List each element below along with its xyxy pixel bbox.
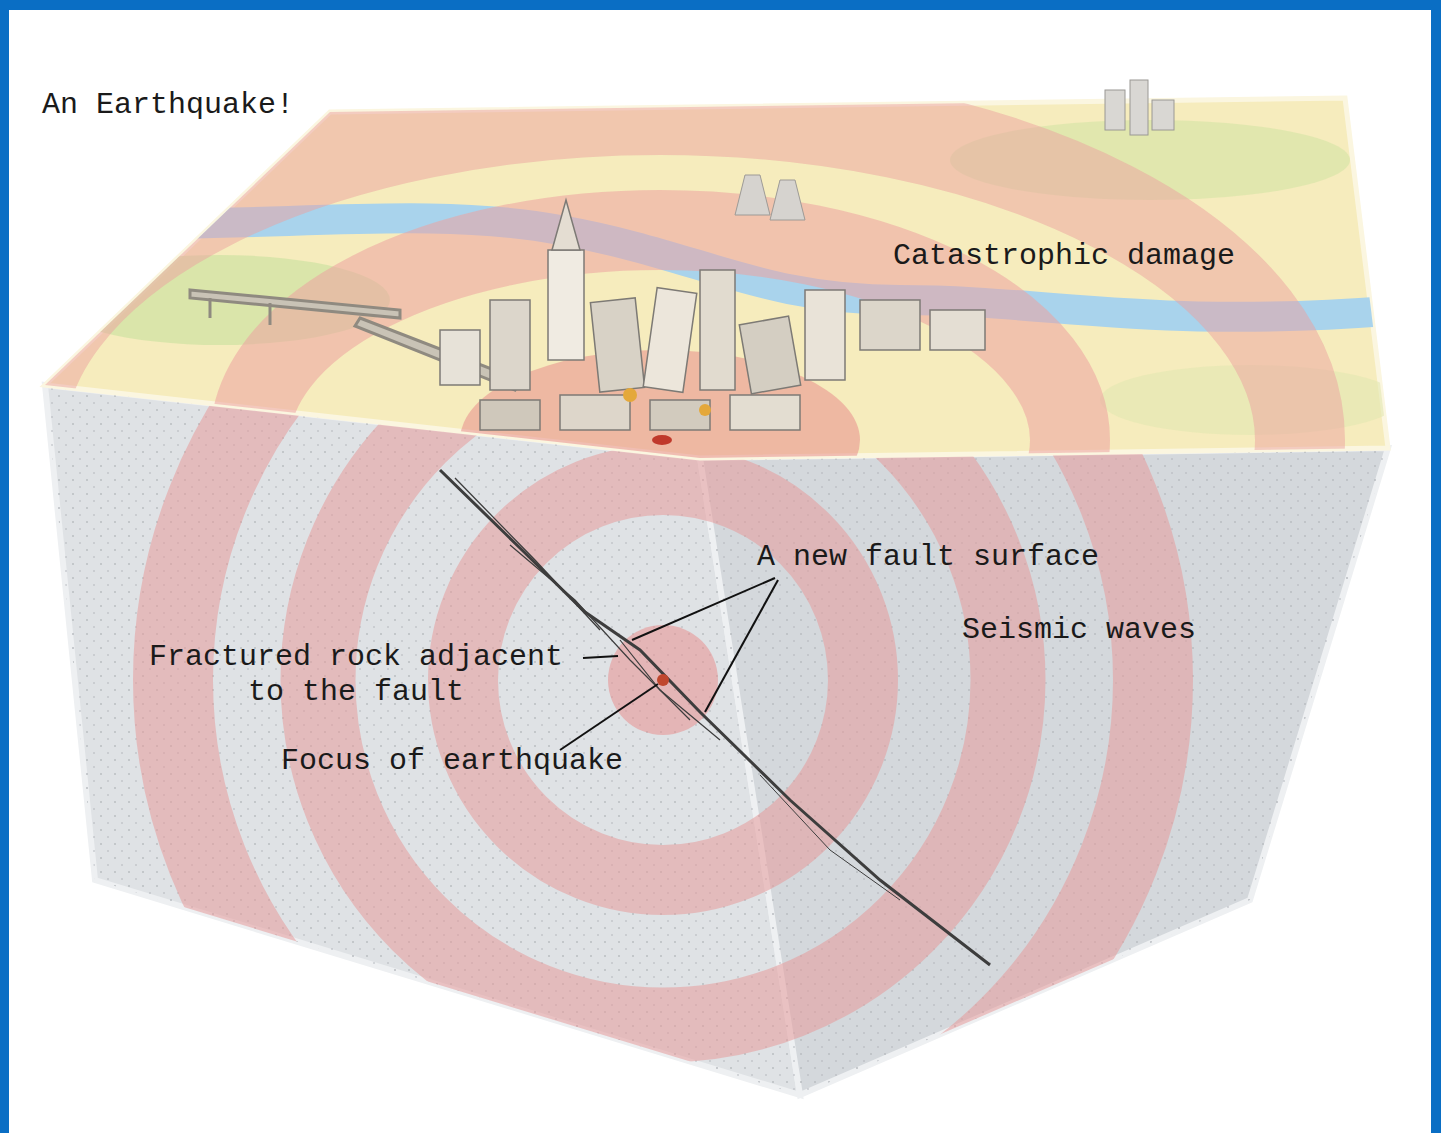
focus-label: Focus of earthquake xyxy=(281,744,623,779)
damage-label: Catastrophic damage xyxy=(893,239,1235,274)
fractured-rock-label: Fractured rock adjacent to the fault xyxy=(126,640,586,710)
seismic-waves-label: Seismic waves xyxy=(962,613,1196,648)
diagram-title: An Earthquake! xyxy=(42,88,294,123)
fault-surface-label: A new fault surface xyxy=(757,540,1099,575)
